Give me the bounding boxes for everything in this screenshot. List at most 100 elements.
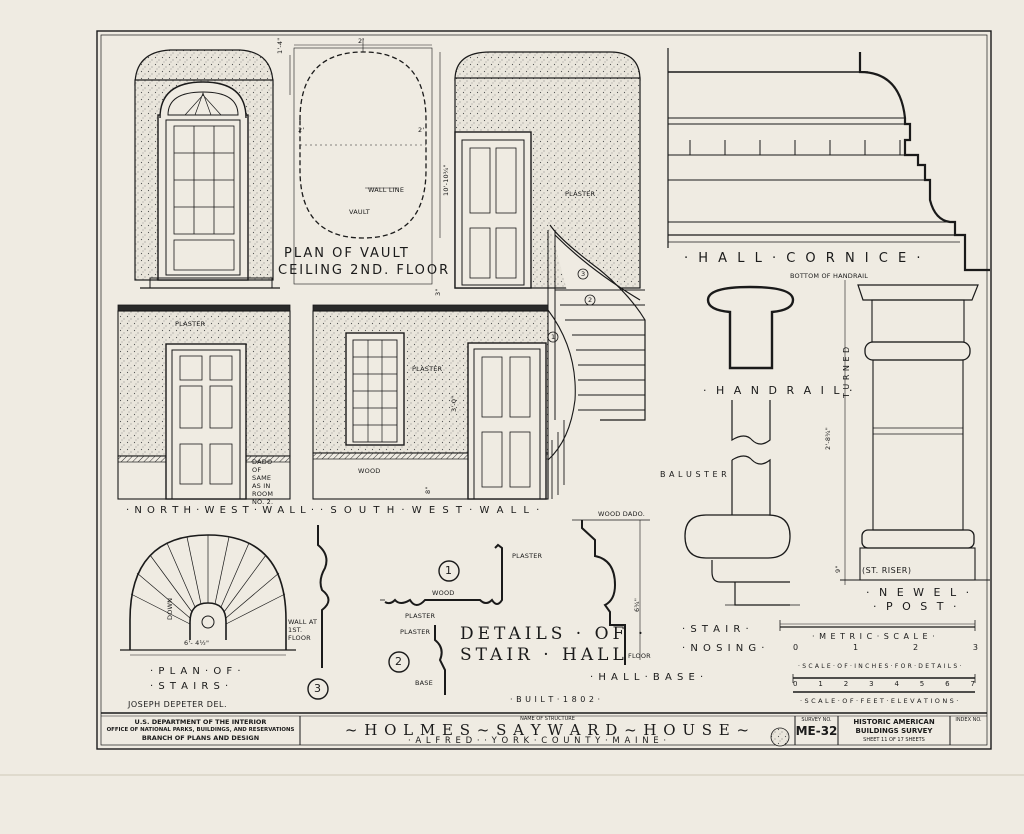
vault-plan: [289, 38, 441, 285]
details-title-1: DETAILS · OF ·: [460, 624, 648, 644]
structure-name: ~ H O L M E S ~ S A Y W A R D ~ H O U S …: [344, 721, 751, 739]
handrail-title: · H A N D R A I L ·: [703, 384, 856, 397]
habs-line-1: HISTORIC AMERICAN: [853, 718, 935, 726]
feet-scale-title: · S C A L E · O F · F E E T · E L E V A …: [800, 697, 959, 705]
hall-cornice-title: · H A L L · C O R N I C E ·: [684, 251, 924, 266]
inch-tick: 4: [894, 680, 899, 688]
down-note: DOWN: [166, 597, 174, 620]
stair-elevation: [454, 51, 646, 421]
north-west-wall-title: · N O R T H · W E S T · W A L L ·: [126, 505, 316, 516]
name-label: NAME OF STRUCTURE: [520, 716, 575, 722]
built-date: · B U I L T · 1 8 0 2 ·: [510, 695, 601, 704]
dim-10-10: 10'-10¾": [442, 164, 450, 196]
stair-marker-1: 1: [551, 333, 556, 341]
stair-marker-3: 3: [581, 270, 586, 278]
inch-tick: 7: [970, 680, 975, 688]
marker-1-label: 1: [445, 564, 453, 577]
stair-nosing-title-1: · S T A I R ·: [682, 624, 750, 635]
plaster-note-detail-2: PLASTER: [400, 628, 431, 636]
stairs-plan: [120, 534, 296, 656]
metric-scale-title: · M E T R I C · S C A L E ·: [812, 632, 936, 641]
marker-2-label: 2: [395, 655, 403, 668]
metric-tick: 0: [793, 643, 799, 652]
profile-2-base: [434, 625, 446, 695]
stair-marker-2: 2: [588, 296, 593, 304]
metric-scale-bar: [779, 620, 976, 631]
sheet-number: SHEET 11 OF 17 SHEETS: [863, 737, 925, 743]
metric-tick: 3: [972, 643, 978, 652]
dim-3: 3": [434, 288, 442, 296]
plaster-note-detail-1b: PLASTER: [405, 612, 436, 620]
wall-line-note: WALL LINE: [368, 186, 405, 194]
baluster-label: B A L U S T E R: [660, 470, 728, 479]
habs-line-2: BUILDINGS SURVEY: [855, 727, 933, 735]
dim-1-4: 1'-4": [276, 37, 284, 54]
newel-post-title-1: · N E W E L ·: [866, 586, 973, 599]
wood-note-detail-1: WOOD: [432, 589, 455, 597]
index-label: INDEX NO.: [955, 717, 982, 723]
newel-post-title-2: · P O S T ·: [873, 600, 960, 613]
dim-6-34: 6¾": [633, 597, 641, 612]
hall-cornice-section: [667, 48, 990, 272]
bottom-of-handrail-label: BOTTOM OF HANDRAIL: [790, 272, 869, 280]
north-west-wall-elevation: [117, 304, 291, 500]
wood-dado-note: WOOD DADO.: [598, 510, 645, 518]
plaster-note-sw: PLASTER: [412, 365, 443, 373]
metric-scale-ticks: 0 1 2 3: [793, 643, 978, 652]
hall-base-profile: [572, 519, 650, 665]
dim-2-8: 2'-8¾": [824, 427, 832, 450]
profile-1-wood-plaster: [380, 543, 503, 606]
inches-scale-bar: [792, 674, 976, 683]
dim-2-left: 2': [298, 126, 305, 134]
dim-3-0: 3'-0": [450, 395, 458, 412]
inch-tick: 5: [919, 680, 925, 688]
metric-tick: 1: [852, 643, 859, 652]
dim-2-right: 2': [418, 126, 425, 134]
section-markers: [307, 560, 460, 700]
wood-note-sw: WOOD: [358, 467, 381, 475]
st-riser-label: (ST. RISER): [862, 566, 912, 575]
dim-8: 8": [424, 486, 432, 494]
floor-note: FLOOR: [628, 652, 651, 660]
dim-9: 9": [834, 565, 842, 573]
handrail-profile: [684, 285, 800, 606]
inch-tick: 1: [818, 680, 823, 688]
structure-location: · A L F R E D · · Y O R K · C O U N T Y …: [407, 736, 668, 746]
profile-3-stair-moulding: [317, 525, 330, 668]
sheet-border: [96, 30, 992, 750]
survey-number: ME-32: [795, 724, 838, 738]
agency-line-2: OFFICE OF NATIONAL PARKS, BUILDINGS, AND…: [106, 727, 295, 733]
hall-base-title: · H A L L · B A S E ·: [590, 672, 705, 683]
arched-door-elevation: [134, 49, 280, 289]
plaster-note-nw: PLASTER: [175, 320, 206, 328]
agency-block: U.S. DEPARTMENT OF THE INTERIOR OFFICE O…: [101, 718, 300, 742]
stair-nosing-title-2: · N O S I N G ·: [682, 643, 766, 654]
agency-line-1: U.S. DEPARTMENT OF THE INTERIOR: [134, 718, 267, 726]
base-note: BASE: [415, 679, 433, 687]
inch-tick: 3: [869, 680, 874, 688]
inch-tick: 2: [843, 680, 849, 688]
inches-scale-ticks: 0 1 2 3 4 5 6 7: [793, 680, 975, 688]
plaster-note-detail-1: PLASTER: [512, 552, 543, 560]
turned-label: T U R N E D: [842, 346, 851, 398]
title-block-frame: [101, 712, 987, 747]
marker-3-label: 3: [314, 682, 322, 695]
south-west-wall-elevation: [312, 304, 576, 500]
vault-plan-subtitle: CEILING 2ND. FLOOR: [278, 263, 451, 278]
inches-scale-title: · S C A L E · O F · I N C H E S · F O R …: [798, 663, 962, 670]
details-title-2: STAIR · HALL: [460, 645, 628, 665]
inch-tick: 0: [793, 680, 798, 688]
survey-label: SURVEY NO.: [801, 717, 832, 723]
vault-plan-title: PLAN OF VAULT: [284, 246, 410, 261]
dim-2-top: 2': [358, 37, 365, 45]
newel-post-elevation: [840, 280, 990, 585]
delineator: JOSEPH DEPETER DEL.: [128, 700, 228, 709]
metric-tick: 2: [912, 643, 919, 652]
plan-of-stairs-title-2: · S T A I R S ·: [150, 681, 230, 692]
agency-line-3: BRANCH OF PLANS AND DESIGN: [141, 734, 260, 742]
habs-block: HISTORIC AMERICAN BUILDINGS SURVEY SHEET…: [838, 718, 950, 745]
dado-note: DADO OF SAME AS IN ROOM NO. 2.: [252, 458, 274, 506]
plaster-note-stair: PLASTER: [565, 190, 596, 198]
vault-note: VAULT: [349, 208, 370, 216]
